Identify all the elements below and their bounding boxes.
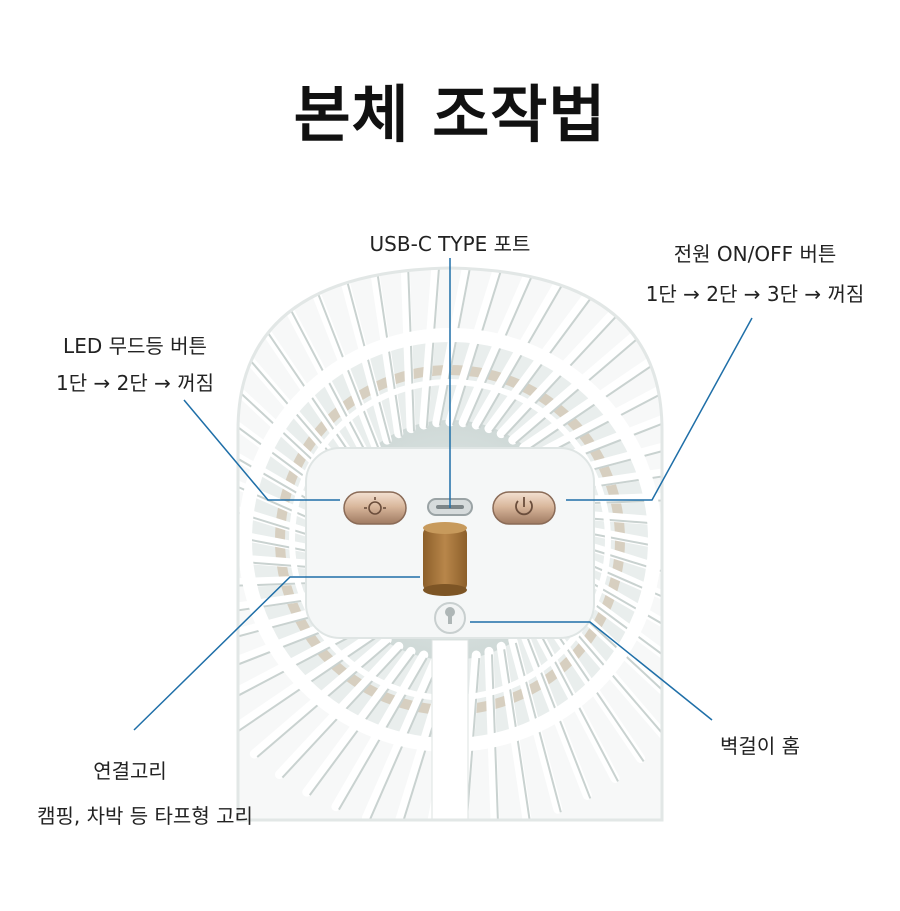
hanging-ring [423, 522, 467, 596]
led-button [343, 491, 407, 525]
led-button-label: LED 무드등 버튼 [63, 334, 207, 358]
leader-ring [133, 576, 420, 731]
power-button [492, 491, 556, 525]
leader-led [183, 399, 340, 501]
usb-port-label: USB-C TYPE 포트 [369, 232, 531, 256]
ring-label: 연결고리 [93, 759, 167, 783]
leader-wall [470, 621, 713, 721]
page-title: 본체 조작법 [293, 78, 607, 151]
wall-mount-hole [434, 602, 466, 634]
ring-description: 캠핑, 차박 등 타프형 고리 [37, 804, 253, 828]
leader-power [566, 317, 753, 501]
power-button-steps: 1단 → 2단 → 3단 → 꺼짐 [645, 282, 865, 306]
led-button-steps: 1단 → 2단 → 꺼짐 [56, 371, 214, 395]
power-button-label: 전원 ON/OFF 버튼 [673, 242, 837, 266]
wall-mount-label: 벽걸이 홈 [720, 734, 800, 758]
leader-lines [133, 258, 753, 731]
